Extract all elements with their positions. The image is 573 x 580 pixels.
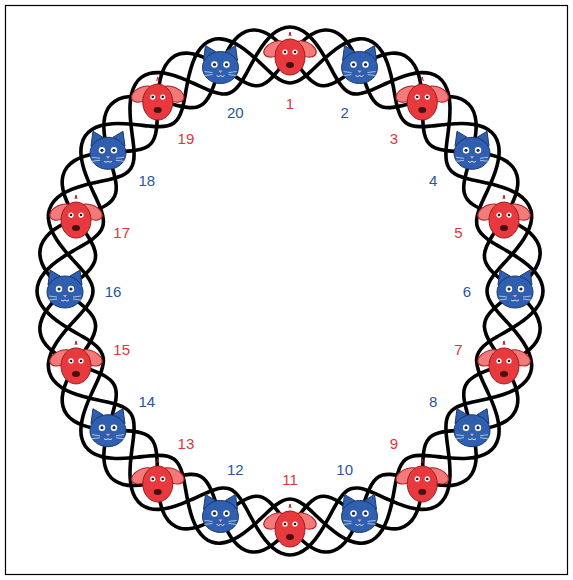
callout-number: 6 (461, 283, 473, 300)
woven-curve (40, 30, 540, 552)
callout-number: 14 (136, 393, 157, 410)
cat-face (202, 494, 238, 532)
callout-number: 16 (103, 283, 124, 300)
dog-face (475, 195, 533, 238)
dog-face (475, 341, 533, 384)
dog-face (261, 504, 319, 547)
callout-number: 7 (452, 341, 464, 358)
cat-face (342, 46, 378, 84)
cat-face (90, 409, 126, 447)
woven-curve (48, 27, 531, 555)
callout-number: 8 (427, 393, 439, 410)
cat-face (497, 270, 533, 308)
woven-curves (37, 27, 543, 555)
cat-face (454, 409, 490, 447)
callout-number: 15 (111, 341, 132, 358)
callout-number: 1 (284, 95, 296, 112)
callout-number: 10 (334, 461, 355, 478)
cat-face (202, 46, 238, 84)
dog-face (47, 341, 105, 384)
dog-face (129, 459, 187, 502)
dog-face (129, 77, 187, 120)
cat-face (454, 131, 490, 169)
cat-face (90, 131, 126, 169)
woven-curve (37, 39, 543, 543)
callout-number: 13 (176, 435, 197, 452)
callout-number: 5 (452, 224, 464, 241)
callout-number: 12 (225, 461, 246, 478)
callout-number: 20 (225, 104, 246, 121)
callout-number: 11 (280, 471, 300, 488)
dog-face (261, 32, 319, 75)
callout-number: 18 (136, 172, 157, 189)
callout-number: 19 (176, 130, 197, 147)
frame (6, 6, 568, 575)
callout-number: 3 (388, 130, 400, 147)
cat-face (47, 270, 83, 308)
callout-number: 2 (339, 104, 351, 121)
woven-curve (40, 30, 540, 552)
dog-face (393, 459, 451, 502)
dog-face (393, 77, 451, 120)
callout-number: 4 (427, 172, 439, 189)
callout-number: 17 (111, 224, 132, 241)
cat-face (342, 494, 378, 532)
dog-face (47, 195, 105, 238)
callout-number: 9 (388, 435, 400, 452)
animal-faces (47, 32, 533, 547)
